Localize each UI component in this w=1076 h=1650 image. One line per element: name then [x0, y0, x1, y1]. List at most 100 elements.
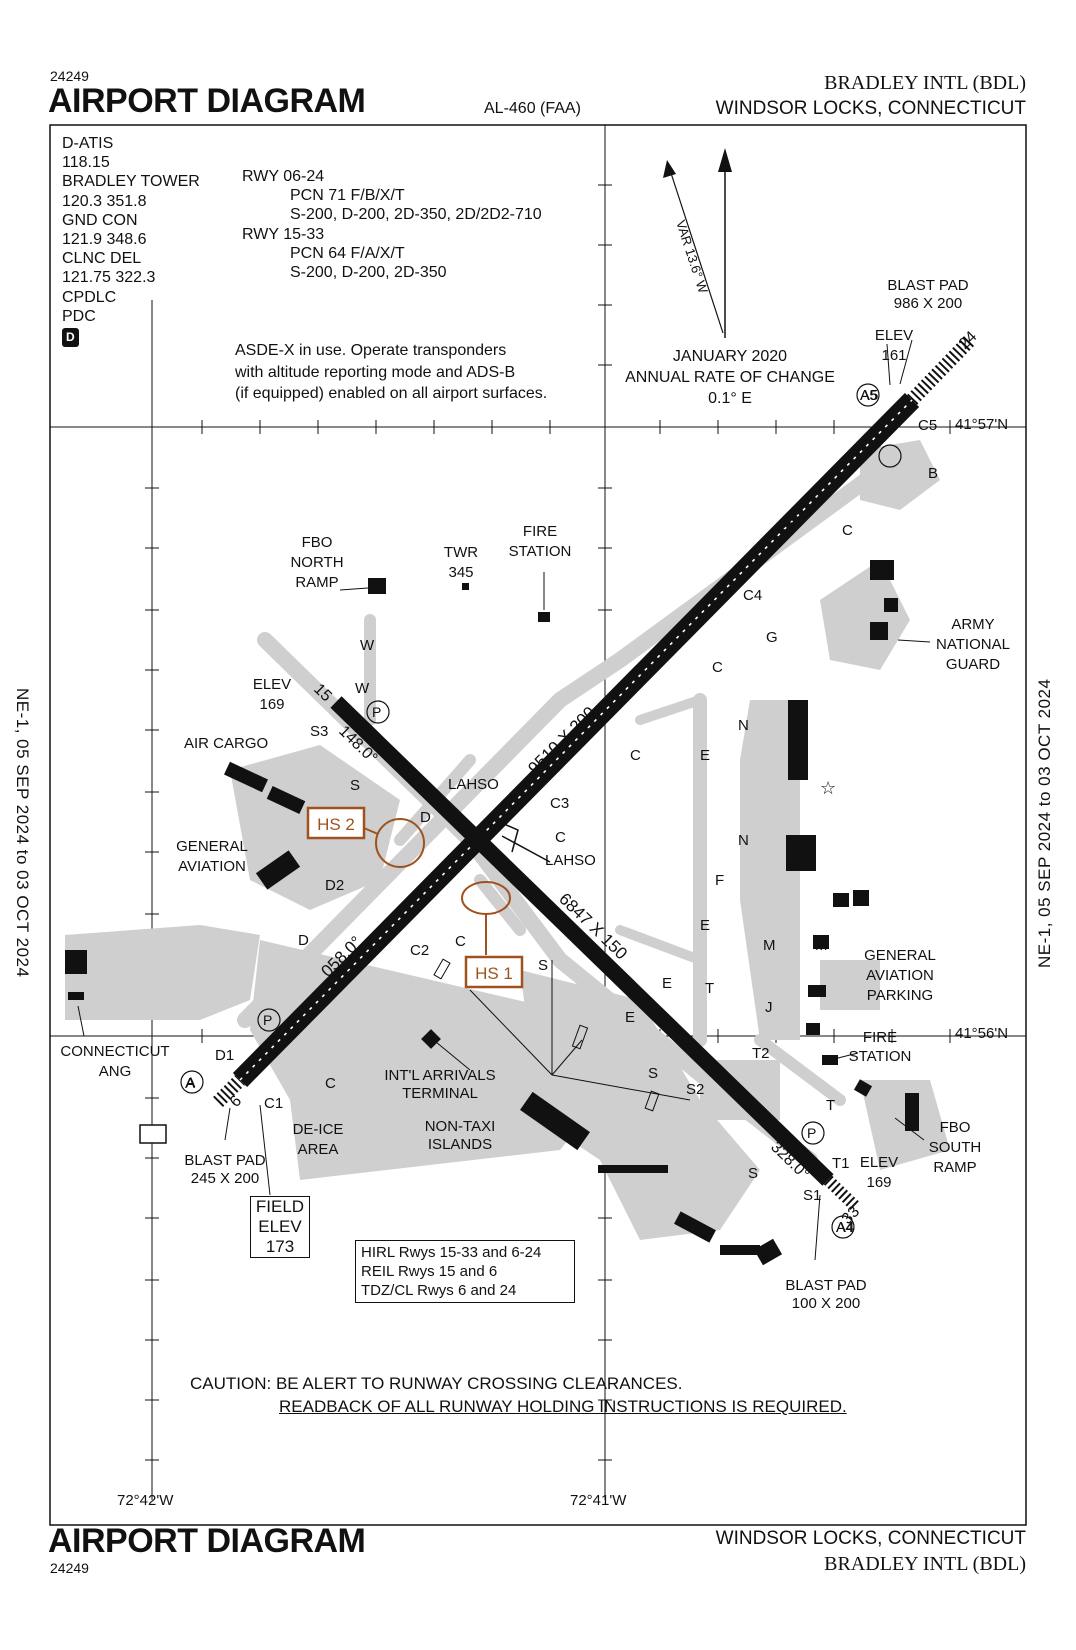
twy-t2: T2 [752, 1045, 770, 1062]
page-title-bottom: AIRPORT DIAGRAM [48, 1522, 366, 1560]
twy-e-3: E [662, 975, 672, 992]
twy-n-1: N [738, 717, 749, 734]
datalink-badge: D [62, 328, 79, 348]
twy-c3: C3 [550, 795, 569, 812]
twy-s3: S3 [310, 723, 328, 740]
ga-hangar-3 [813, 935, 829, 949]
north-arrow [663, 148, 732, 338]
terminal-b-3 [753, 1238, 783, 1266]
caution-line-2: READBACK OF ALL RUNWAY HOLDING INSTRUCTI… [279, 1397, 847, 1416]
procedure-number-top: 24249 [50, 68, 89, 84]
lighting-note: HIRL Rwys 15-33 and 6-24 REIL Rwys 15 an… [355, 1240, 575, 1303]
variation-label: VAR 13.6° W [673, 218, 711, 295]
buildings [65, 560, 919, 1266]
fire-station-north [538, 612, 550, 622]
connecticut-ang-box [139, 1124, 167, 1144]
non-taxi-island-2 [571, 1024, 589, 1050]
twy-n-2: N [738, 832, 749, 849]
lon-west: 72°42'W [117, 1492, 174, 1509]
marker-p-1: P [372, 704, 381, 720]
lahso-marks [489, 817, 551, 863]
caution-line-1: CAUTION: BE ALERT TO RUNWAY CROSSING CLE… [190, 1374, 683, 1393]
hs2-label[interactable]: HS 2 [317, 815, 355, 834]
ang-building-2 [68, 992, 84, 1000]
twy-s-4: S [748, 1165, 758, 1182]
terminal-b [674, 1211, 716, 1243]
marker-p-3: P [807, 1125, 816, 1141]
lat-south: 41°56'N [955, 1025, 1009, 1042]
twy-c5: C5 [918, 417, 937, 434]
twy-c-mid: C [712, 659, 723, 676]
freq-line: CLNC DEL [62, 250, 142, 268]
ga-hangar-5 [806, 1023, 820, 1035]
frequency-list: D-ATIS 118.15 BRADLEY TOWER 120.3 351.8 … [62, 134, 200, 348]
diagram-frame [49, 124, 1027, 1526]
hs1-label[interactable]: HS 1 [475, 964, 513, 983]
holding-marker-letters: A A5 A4 P P P [186, 387, 877, 1235]
non-taxi-island-3 [433, 958, 451, 980]
asde-note: ASDE-X in use. Operate transponders with… [235, 342, 548, 403]
twy-c2: C2 [410, 942, 429, 959]
air-cargo-building-2 [266, 786, 306, 814]
twy-t: T [705, 980, 714, 997]
procedure-number-bottom: 24249 [50, 1560, 89, 1576]
rwy-data-line: RWY 15-33 [242, 225, 325, 243]
freq-line: 121.9 348.6 [62, 231, 147, 249]
pavement-areas [65, 440, 950, 1240]
ga-hangar-2 [853, 890, 869, 906]
marker-a: A [186, 1074, 196, 1090]
terminal-pier [598, 1165, 668, 1173]
fire-station-south-2 [853, 1079, 873, 1097]
twy-c-center: C [555, 829, 566, 846]
lahso-label-2: LAHSO [545, 852, 596, 869]
twy-c-low: C [630, 747, 641, 764]
rwy-data-line: RWY 06-24 [242, 168, 325, 185]
lat-north: 41°57'N [955, 416, 1009, 433]
beacon-icon: ☆ [820, 778, 836, 798]
hangar-1 [788, 700, 808, 780]
ga-building [255, 850, 301, 890]
leader-lines [77, 339, 931, 1261]
freq-line: D-ATIS [62, 135, 114, 152]
ang-building-1 [65, 950, 87, 974]
rwy-data-line: PCN 64 F/A/X/T [290, 244, 405, 262]
tower-icon [462, 583, 469, 590]
ga-hangar-1 [833, 893, 849, 907]
runway-data: RWY 06-24 PCN 71 F/B/X/T S-200, D-200, 2… [242, 167, 542, 282]
army-building-3 [870, 622, 888, 640]
twy-w-2: W [355, 680, 370, 697]
twy-e-4: E [625, 1009, 635, 1026]
freq-line: 118.15 [62, 154, 110, 172]
taxiway-labels: A A4 A5 B C C C C C C C1 C2 C3 C4 C5 D D… [185, 387, 938, 1236]
runway-06-24 [213, 335, 976, 1107]
intl-terminal [421, 1029, 441, 1049]
fbo-north-building [368, 578, 386, 594]
fbo-south-building [905, 1093, 919, 1131]
airport-name-bottom: BRADLEY INTL (BDL) [824, 1553, 1026, 1575]
rwy-data-line: S-200, D-200, 2D-350 [290, 264, 447, 282]
twy-c1: C1 [264, 1095, 283, 1112]
freq-line: 121.75 322.3 [62, 269, 156, 287]
twy-w: W [360, 637, 375, 654]
army-building-2 [884, 598, 898, 612]
twy-d-2: D [298, 932, 309, 949]
ga-hangar-4 [808, 985, 826, 997]
rwy-data-line: PCN 71 F/B/X/T [290, 187, 405, 205]
holding-markers [180, 383, 902, 1239]
marker-p-2: P [263, 1012, 272, 1028]
twy-d2: D2 [325, 877, 344, 894]
twy-c-ne: C [842, 522, 853, 539]
magnetic-info: JANUARY 2020 ANNUAL RATE OF CHANGE 0.1° … [625, 348, 835, 407]
